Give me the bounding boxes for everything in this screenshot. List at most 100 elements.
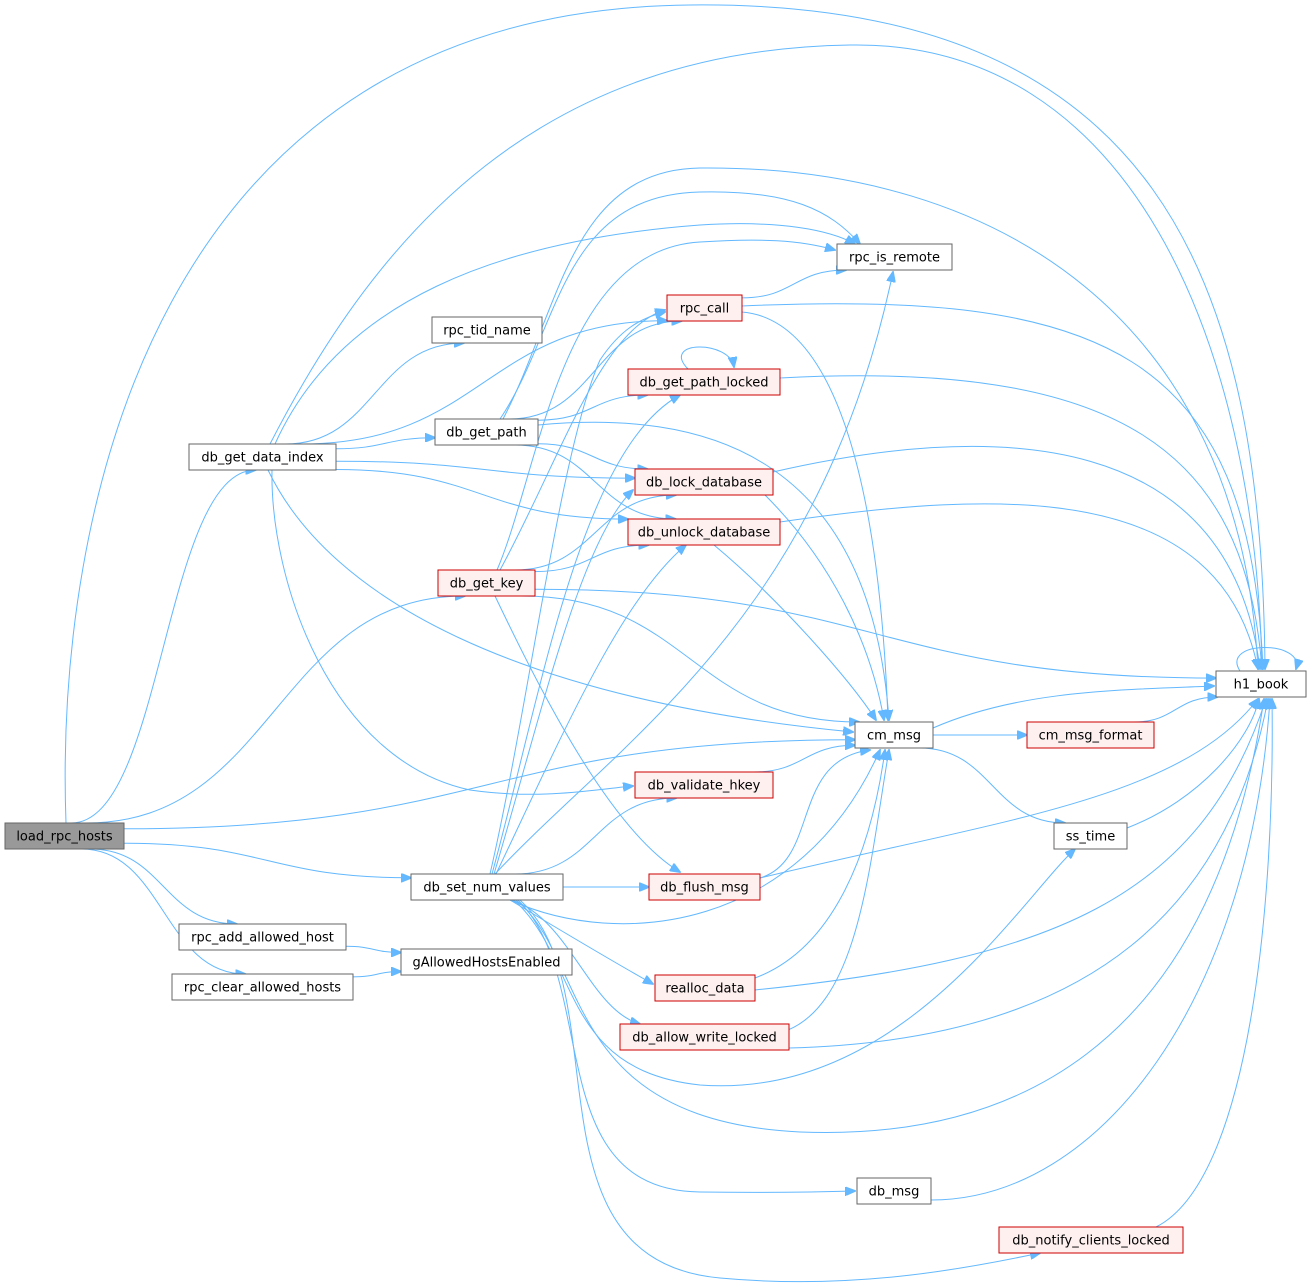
edge-db_get_key-to-rpc_is_remote (496, 239, 835, 571)
edge-load_rpc_hosts-to-db_get_key (86, 596, 465, 824)
edge-db_set_num_values-to-ss_time (513, 849, 1075, 1087)
node-db_validate_hkey[interactable]: db_validate_hkey (634, 771, 774, 799)
node-label: rpc_clear_allowed_hosts (184, 981, 341, 996)
edge-db_get_key-to-h1_book (534, 588, 1216, 678)
edge-db_allow_write_locked-to-h1_book (788, 699, 1268, 1049)
node-label: cm_msg (867, 729, 921, 744)
edge-rpc_call-to-rpc_is_remote (741, 270, 846, 299)
node-rpc_call[interactable]: rpc_call (666, 294, 743, 322)
edge-db_msg-to-h1_book (930, 699, 1270, 1201)
edge-db_get_path-to-cm_msg (537, 421, 889, 720)
edge-realloc_data-to-cm_msg (754, 750, 885, 979)
node-cm_msg_format[interactable]: cm_msg_format (1026, 721, 1155, 749)
node-rpc_add_allowed_host[interactable]: rpc_add_allowed_host (178, 923, 347, 951)
edge-db_unlock_database-to-cm_msg (713, 544, 876, 720)
node-rpc_clear_allowed_hosts[interactable]: rpc_clear_allowed_hosts (171, 973, 354, 1001)
node-box (627, 518, 781, 546)
edges-layer (64, 4, 1297, 1283)
node-db_lock_database[interactable]: db_lock_database (634, 468, 774, 496)
edge-db_set_num_values-to-db_get_path_locked (491, 395, 680, 875)
node-box (654, 974, 756, 1002)
node-box (1053, 822, 1128, 850)
edge-db_get_data_index-to-rpc_is_remote (274, 223, 855, 445)
node-box (178, 923, 347, 951)
node-box (188, 443, 337, 471)
node-label: db_get_path (446, 426, 526, 441)
edge-db_set_num_values-to-h1_book (515, 699, 1264, 1134)
edge-db_notify_clients_locked-to-h1_book (1155, 699, 1272, 1228)
edge-rpc_clear_allowed_hosts-to-gAllowedHostsEnabled (352, 972, 401, 978)
node-label: db_set_num_values (423, 881, 551, 896)
node-box (666, 294, 743, 322)
edge-cm_msg_format-to-h1_book (1133, 697, 1218, 723)
node-db_msg[interactable]: db_msg (856, 1177, 932, 1205)
node-db_flush_msg[interactable]: db_flush_msg (648, 873, 761, 901)
node-realloc_data[interactable]: realloc_data (654, 974, 756, 1002)
edge-load_rpc_hosts-to-db_set_num_values (123, 842, 411, 878)
node-label: db_msg (869, 1185, 920, 1200)
node-label: db_get_key (450, 577, 524, 592)
node-load_rpc_hosts: load_rpc_hosts (4, 822, 125, 850)
edge-db_get_data_index-to-db_lock_database (335, 460, 635, 478)
node-db_unlock_database[interactable]: db_unlock_database (627, 518, 781, 546)
edge-db_get_path-to-db_get_path_locked (537, 395, 648, 421)
edge-load_rpc_hosts-to-cm_msg (123, 740, 855, 830)
edge-db_unlock_database-to-h1_book (779, 503, 1258, 669)
node-db_set_num_values[interactable]: db_set_num_values (410, 873, 564, 901)
node-rpc_is_remote[interactable]: rpc_is_remote (836, 243, 953, 271)
node-label: db_allow_write_locked (632, 1031, 777, 1046)
edge-db_get_data_index-to-db_get_path (335, 438, 435, 450)
edge-db_get_path-to-db_lock_database (537, 443, 648, 469)
edge-db_set_num_values-to-db_notify_clients_locked (519, 899, 1040, 1283)
edge-db_get_path-to-h1_book (502, 167, 1258, 669)
node-label: rpc_call (680, 302, 730, 317)
node-cm_msg[interactable]: cm_msg (854, 721, 934, 749)
node-label: db_lock_database (646, 476, 762, 491)
edge-h1_book-to-h1_book (1236, 647, 1297, 672)
node-box (619, 1023, 790, 1051)
node-label: db_get_data_index (201, 451, 324, 466)
edge-db_get_key-to-rpc_call (499, 310, 665, 571)
edge-db_get_path-to-db_unlock_database (514, 444, 676, 519)
node-box (437, 569, 536, 597)
node-box (634, 771, 774, 799)
nodes-layer: load_rpc_hosts db_get_data_index db_get_ke… (4, 243, 1307, 1254)
node-db_get_path[interactable]: db_get_path (434, 418, 539, 446)
node-label: cm_msg_format (1039, 729, 1143, 744)
node-box (410, 873, 564, 901)
edge-db_lock_database-to-h1_book (772, 445, 1260, 669)
node-db_get_key[interactable]: db_get_key (437, 569, 536, 597)
node-label: ss_time (1066, 830, 1115, 845)
edge-db_get_path_locked-to-db_get_path_locked (680, 346, 734, 370)
node-ss_time[interactable]: ss_time (1053, 822, 1128, 850)
node-db_get_path_locked[interactable]: db_get_path_locked (627, 368, 781, 396)
edge-load_rpc_hosts-to-h1_book (64, 4, 1265, 824)
node-db_notify_clients_locked[interactable]: db_notify_clients_locked (998, 1226, 1184, 1254)
edge-db_validate_hkey-to-cm_msg (753, 745, 855, 773)
node-box (434, 418, 539, 446)
edge-db_get_key-to-db_flush_msg (494, 595, 680, 872)
edge-db_get_path_locked-to-h1_book (779, 375, 1262, 669)
node-h1_book[interactable]: h1_book (1215, 670, 1307, 698)
edge-rpc_call-to-cm_msg (741, 311, 888, 720)
node-gAllowedHostsEnabled[interactable]: gAllowedHostsEnabled (400, 948, 573, 976)
node-box (856, 1177, 932, 1205)
edge-db_set_num_values-to-db_msg (517, 899, 855, 1192)
node-box (400, 948, 573, 976)
node-rpc_tid_name[interactable]: rpc_tid_name (431, 316, 543, 344)
edge-db_set_num_values-to-db_validate_hkey (514, 798, 677, 875)
node-box (1026, 721, 1155, 749)
node-db_get_data_index[interactable]: db_get_data_index (188, 443, 337, 471)
edge-db_set_num_values-to-cm_msg (509, 750, 880, 925)
node-box (627, 368, 781, 396)
node-label: db_notify_clients_locked (1012, 1234, 1169, 1249)
node-label: realloc_data (665, 982, 744, 997)
edge-db_set_num_values-to-db_unlock_database (495, 545, 686, 875)
edge-load_rpc_hosts-to-rpc_add_allowed_host (89, 848, 237, 924)
node-box (836, 243, 953, 271)
edge-db_get_key-to-cm_msg (521, 595, 859, 722)
edge-rpc_call-to-h1_book (741, 303, 1263, 669)
node-box (648, 873, 761, 901)
edge-db_flush_msg-to-cm_msg (759, 750, 870, 879)
node-db_allow_write_locked[interactable]: db_allow_write_locked (619, 1023, 790, 1051)
